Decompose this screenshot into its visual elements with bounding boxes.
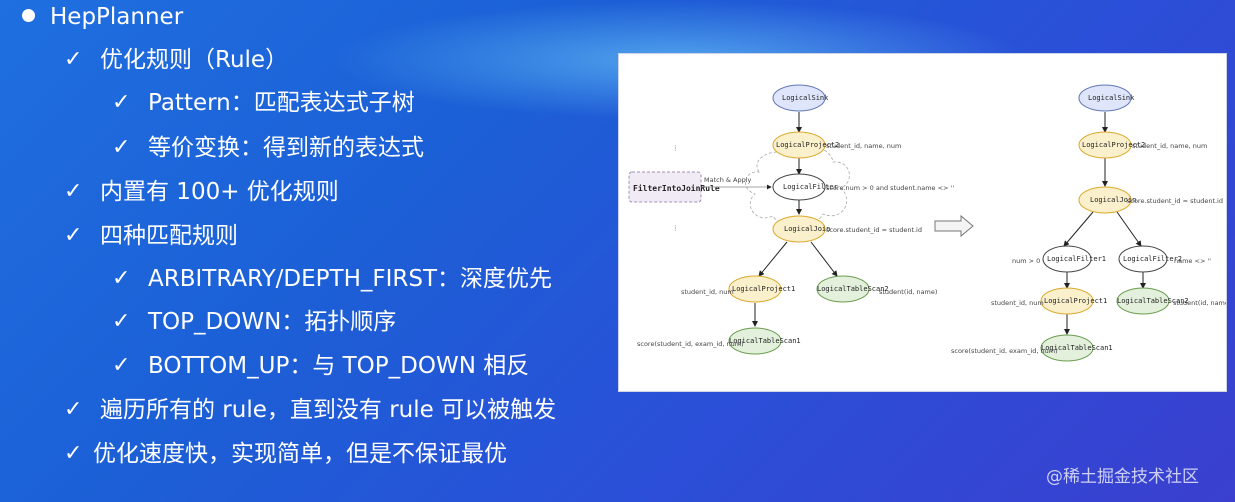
ellipsis-top: ⋮ <box>672 144 679 152</box>
check-icon: ✓ <box>64 441 83 466</box>
left-filter-note: score.num > 0 and student.name <> '' <box>826 184 954 192</box>
check-icon: ✓ <box>112 266 131 291</box>
bottomup-text: BOTTOM_UP：与 TOP_DOWN 相反 <box>148 353 530 379</box>
right-filter2-note: name <> '' <box>1174 257 1211 265</box>
left-sink-label: LogicalSink <box>782 94 829 102</box>
builtin-text: 内置有 100+ 优化规则 <box>100 179 339 205</box>
check-icon: ✓ <box>112 309 131 334</box>
left-project2-label: LogicalProject2 <box>776 141 839 149</box>
right-sink-label: LogicalSink <box>1088 94 1135 102</box>
left-join-node <box>772 215 826 243</box>
check-icon: ✓ <box>112 135 131 160</box>
right-tablescan1-node <box>1040 334 1094 362</box>
left-tablescan2-label: LogicalTableScan2 <box>817 285 889 293</box>
right-join-note: score.student_id = student.id <box>1127 197 1223 205</box>
speed-text: 优化速度快，实现简单，但是不保证最优 <box>93 441 507 467</box>
ellipsis-bottom: ⋮ <box>672 224 679 232</box>
right-tablescan2-node <box>1116 287 1170 315</box>
left-tablescan2-note: student(id, name) <box>879 288 937 296</box>
left-project1-label: LogicalProject1 <box>732 285 795 293</box>
check-icon: ✓ <box>64 223 83 248</box>
left-tablescan1-note: score(student_id, exam_id, num) <box>637 340 744 348</box>
watermark: @稀土掘金技术社区 <box>1046 467 1199 487</box>
traverse-text: 遍历所有的 rule，直到没有 rule 可以被触发 <box>100 397 557 423</box>
left-project1-note: student_id, num <box>681 288 734 296</box>
check-icon: ✓ <box>112 353 131 378</box>
match-label: Match & Apply <box>704 176 752 184</box>
right-filter2-node <box>1118 245 1168 273</box>
left-project2-node <box>772 131 826 159</box>
arbitrary-text: ARBITRARY/DEPTH_FIRST：深度优先 <box>148 266 553 292</box>
check-icon: ✓ <box>64 397 83 422</box>
right-tablescan2-label: LogicalTableScan2 <box>1117 297 1189 305</box>
match-cloud <box>745 146 850 227</box>
right-filter1-label: LogicalFilter1 <box>1047 255 1106 263</box>
right-project2-label: LogicalProject2 <box>1082 141 1145 149</box>
topdown-text: TOP_DOWN：拓扑顺序 <box>148 309 397 335</box>
right-sink-node <box>1078 84 1132 112</box>
rule-box-label: FilterIntoJoinRule <box>633 183 720 193</box>
left-filter-node <box>772 173 826 201</box>
title-text: HepPlanner <box>50 4 184 30</box>
left-tablescan2-node <box>816 275 870 303</box>
check-icon: ✓ <box>112 90 131 115</box>
right-filter1-node <box>1042 245 1092 273</box>
transform-arrow-icon <box>934 214 974 238</box>
right-project2-note: student_id, name, num <box>1132 142 1207 150</box>
four-text: 四种匹配规则 <box>100 223 238 249</box>
right-filter1-note: num > 0 <box>1012 257 1040 265</box>
right-project1-label: LogicalProject1 <box>1044 297 1107 305</box>
left-project2-note: student_id, name, num <box>826 142 901 150</box>
equiv-text: 等价变换：得到新的表达式 <box>148 135 424 161</box>
left-join-label: LogicalJoin <box>784 225 830 233</box>
right-tablescan2-note: student(id, name) <box>1173 299 1226 307</box>
check-icon: ✓ <box>64 47 83 72</box>
right-join-node <box>1078 186 1132 214</box>
rule-text: 优化规则（Rule） <box>100 47 289 73</box>
right-filter2-label: LogicalFilter2 <box>1123 255 1182 263</box>
right-join-label: LogicalJoin <box>1090 196 1136 204</box>
plan-diagram: ⋮ ⋮ FilterIntoJoinRule Match & Apply Log… <box>628 84 1226 362</box>
right-project2-node <box>1078 131 1132 159</box>
pattern-text: Pattern：匹配表达式子树 <box>148 90 415 116</box>
left-tablescan1-node <box>728 327 782 355</box>
right-project1-node <box>1040 287 1094 315</box>
bullet-dot-icon <box>22 9 35 22</box>
left-tablescan1-label: LogicalTableScan1 <box>729 337 801 345</box>
left-filter-label: LogicalFilter <box>783 183 838 191</box>
check-icon: ✓ <box>64 179 83 204</box>
right-tablescan1-label: LogicalTableScan1 <box>1041 344 1113 352</box>
left-join-note: score.student_id = student.id <box>826 226 922 234</box>
right-project1-note: student_id, num <box>991 299 1044 307</box>
left-project1-node <box>728 275 782 303</box>
right-tablescan1-note: score(student_id, exam_id, num) <box>951 347 1058 355</box>
diagram-panel: ⋮ ⋮ FilterIntoJoinRule Match & Apply Log… <box>618 53 1227 392</box>
left-sink-node <box>772 84 826 112</box>
